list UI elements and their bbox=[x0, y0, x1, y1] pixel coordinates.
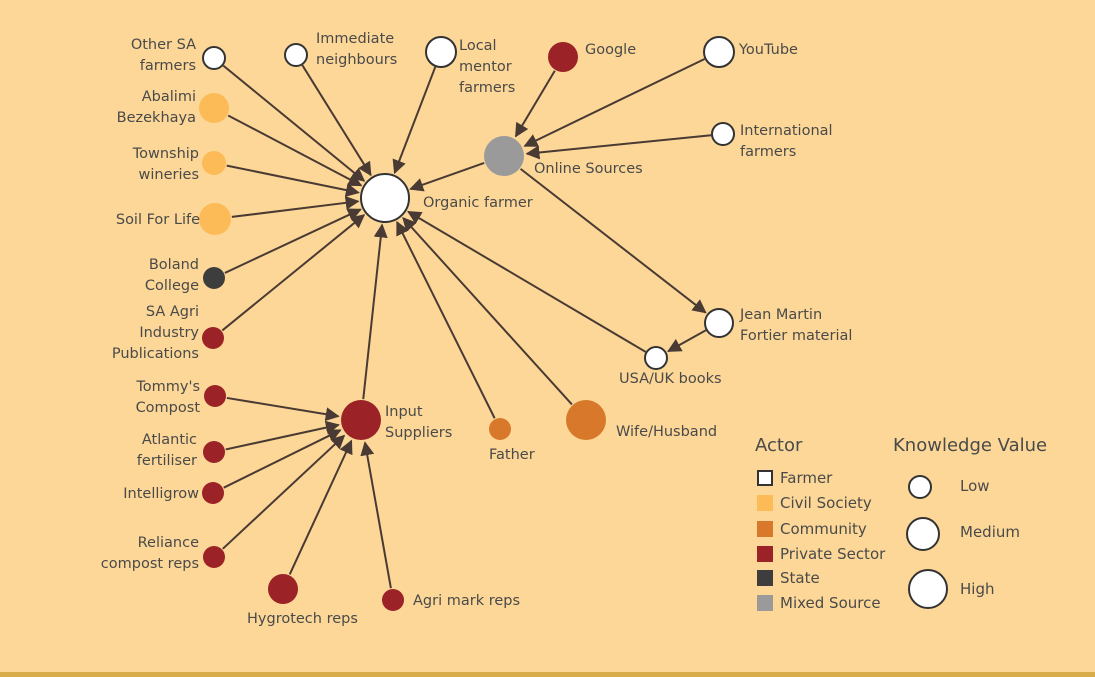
edge-local-mentor-farmers-to-organic-farmer bbox=[392, 66, 437, 175]
node-jean-martin-fortier-material bbox=[704, 308, 734, 338]
edge-father-to-organic-farmer bbox=[396, 220, 496, 419]
node-soil-for-life bbox=[199, 203, 231, 235]
label-sa-agri-industry-publications: SA Agri Industry Publications bbox=[111, 304, 199, 362]
label-jean-martin-fortier-material: Jean Martin Fortier material bbox=[740, 307, 853, 344]
node-international-farmers bbox=[711, 122, 735, 146]
edge-online-sources-to-organic-farmer bbox=[409, 162, 485, 192]
node-atlantic-fertiliser bbox=[203, 441, 225, 463]
label-immediate-neighbours: Immediate neighbours bbox=[316, 31, 398, 68]
label-abalimi-bezekhaya: Abalimi Bezekhaya bbox=[116, 89, 196, 126]
edge-google-to-online-sources bbox=[514, 70, 556, 138]
edge-tommys-compost-to-input-suppliers bbox=[226, 396, 340, 422]
node-google bbox=[548, 42, 578, 72]
label-boland-college: Boland College bbox=[144, 257, 199, 294]
legend-farmer-label: Farmer bbox=[780, 469, 833, 487]
knowledge-legend-title: Knowledge Value bbox=[893, 435, 1048, 456]
label-tommys-compost: Tommy's Compost bbox=[135, 379, 200, 416]
legend-private-sector-label: Private Sector bbox=[780, 545, 886, 563]
edge-agri-mark-reps-to-input-suppliers bbox=[360, 441, 392, 589]
node-usa-uk-books bbox=[644, 346, 668, 370]
label-father: Father bbox=[489, 447, 535, 463]
edge-jean-martin-fortier-material-to-usa-uk-books bbox=[667, 329, 707, 353]
node-intelligrow bbox=[202, 482, 224, 504]
node-hygrotech-reps bbox=[268, 574, 298, 604]
private-sector-swatch bbox=[757, 546, 773, 562]
label-other-sa-farmers: Other SA farmers bbox=[130, 37, 196, 74]
farmer-swatch bbox=[757, 470, 773, 486]
legend-high-label: High bbox=[960, 580, 995, 598]
label-reliance-compost-reps: Reliance compost reps bbox=[100, 535, 199, 572]
node-abalimi-bezekhaya bbox=[199, 93, 229, 123]
edge-input-suppliers-to-organic-farmer bbox=[362, 223, 388, 400]
edge-immediate-neighbours-to-organic-farmer bbox=[301, 64, 372, 177]
civil-society-swatch bbox=[757, 495, 773, 511]
actor-legend-title: Actor bbox=[755, 435, 803, 456]
edge-youtube-to-online-sources bbox=[523, 58, 706, 147]
node-wife-husband bbox=[566, 400, 606, 440]
community-swatch bbox=[757, 521, 773, 537]
edge-online-sources-to-jean-martin-fortier-material bbox=[519, 168, 707, 314]
edge-atlantic-fertiliser-to-input-suppliers bbox=[225, 420, 340, 451]
edge-boland-college-to-organic-farmer bbox=[224, 208, 362, 274]
label-agri-mark-reps: Agri mark reps bbox=[413, 593, 521, 609]
label-intelligrow: Intelligrow bbox=[123, 486, 199, 502]
edge-abalimi-bezekhaya-to-organic-farmer bbox=[227, 114, 363, 187]
node-tommys-compost bbox=[204, 385, 226, 407]
node-other-sa-farmers bbox=[202, 46, 226, 70]
edge-wife-husband-to-organic-farmer bbox=[402, 216, 573, 406]
node-father bbox=[489, 418, 511, 440]
node-local-mentor-farmers bbox=[425, 36, 457, 68]
label-youtube: YouTube bbox=[739, 42, 798, 58]
legend-state-label: State bbox=[780, 569, 820, 587]
high-knowledge-circle bbox=[908, 569, 948, 609]
label-township-wineries: Township wineries bbox=[132, 146, 199, 183]
nodes-layer bbox=[199, 36, 735, 611]
edge-other-sa-farmers-to-organic-farmer bbox=[222, 64, 366, 182]
edge-intelligrow-to-input-suppliers bbox=[223, 429, 342, 489]
edge-hygrotech-reps-to-input-suppliers bbox=[288, 439, 353, 575]
edge-sa-agri-industry-publications-to-organic-farmer bbox=[221, 214, 366, 332]
label-usa-uk-books: USA/UK books bbox=[619, 371, 722, 387]
label-google: Google bbox=[585, 42, 637, 58]
legend-medium-label: Medium bbox=[960, 523, 1020, 541]
medium-knowledge-circle bbox=[906, 517, 940, 551]
node-boland-college bbox=[203, 267, 225, 289]
legend-community-label: Community bbox=[780, 520, 867, 538]
legend-mixed-source-label: Mixed Source bbox=[780, 594, 881, 612]
edge-soil-for-life-to-organic-farmer bbox=[231, 195, 360, 218]
node-township-wineries bbox=[202, 151, 226, 175]
label-input-suppliers: Input Suppliers bbox=[385, 404, 453, 441]
label-organic-farmer: Organic farmer bbox=[423, 195, 533, 211]
edges-layer bbox=[221, 58, 712, 589]
label-wife-husband: Wife/Husband bbox=[616, 424, 718, 440]
node-immediate-neighbours bbox=[284, 43, 308, 67]
node-youtube bbox=[703, 36, 735, 68]
state-swatch bbox=[757, 570, 773, 586]
node-sa-agri-industry-publications bbox=[202, 327, 224, 349]
label-online-sources: Online Sources bbox=[534, 161, 643, 177]
label-atlantic-fertiliser: Atlantic fertiliser bbox=[136, 432, 197, 469]
low-knowledge-circle bbox=[908, 475, 932, 499]
bottom-border bbox=[0, 672, 1095, 677]
edge-international-farmers-to-online-sources bbox=[525, 134, 712, 160]
mixed-source-swatch bbox=[757, 595, 773, 611]
node-organic-farmer bbox=[360, 173, 410, 223]
edge-reliance-compost-reps-to-input-suppliers bbox=[222, 434, 346, 550]
node-online-sources bbox=[484, 136, 524, 176]
label-soil-for-life: Soil For Life bbox=[115, 212, 200, 228]
legend-civil-society-label: Civil Society bbox=[780, 494, 872, 512]
edge-township-wineries-to-organic-farmer bbox=[226, 164, 360, 197]
node-reliance-compost-reps bbox=[203, 546, 225, 568]
node-agri-mark-reps bbox=[382, 589, 404, 611]
node-input-suppliers bbox=[341, 400, 381, 440]
label-local-mentor-farmers: Local mentor farmers bbox=[459, 38, 516, 96]
legend-low-label: Low bbox=[960, 477, 990, 495]
label-international-farmers: International farmers bbox=[740, 123, 833, 160]
label-hygrotech-reps: Hygrotech reps bbox=[247, 611, 358, 627]
edge-usa-uk-books-to-organic-farmer bbox=[407, 210, 647, 353]
